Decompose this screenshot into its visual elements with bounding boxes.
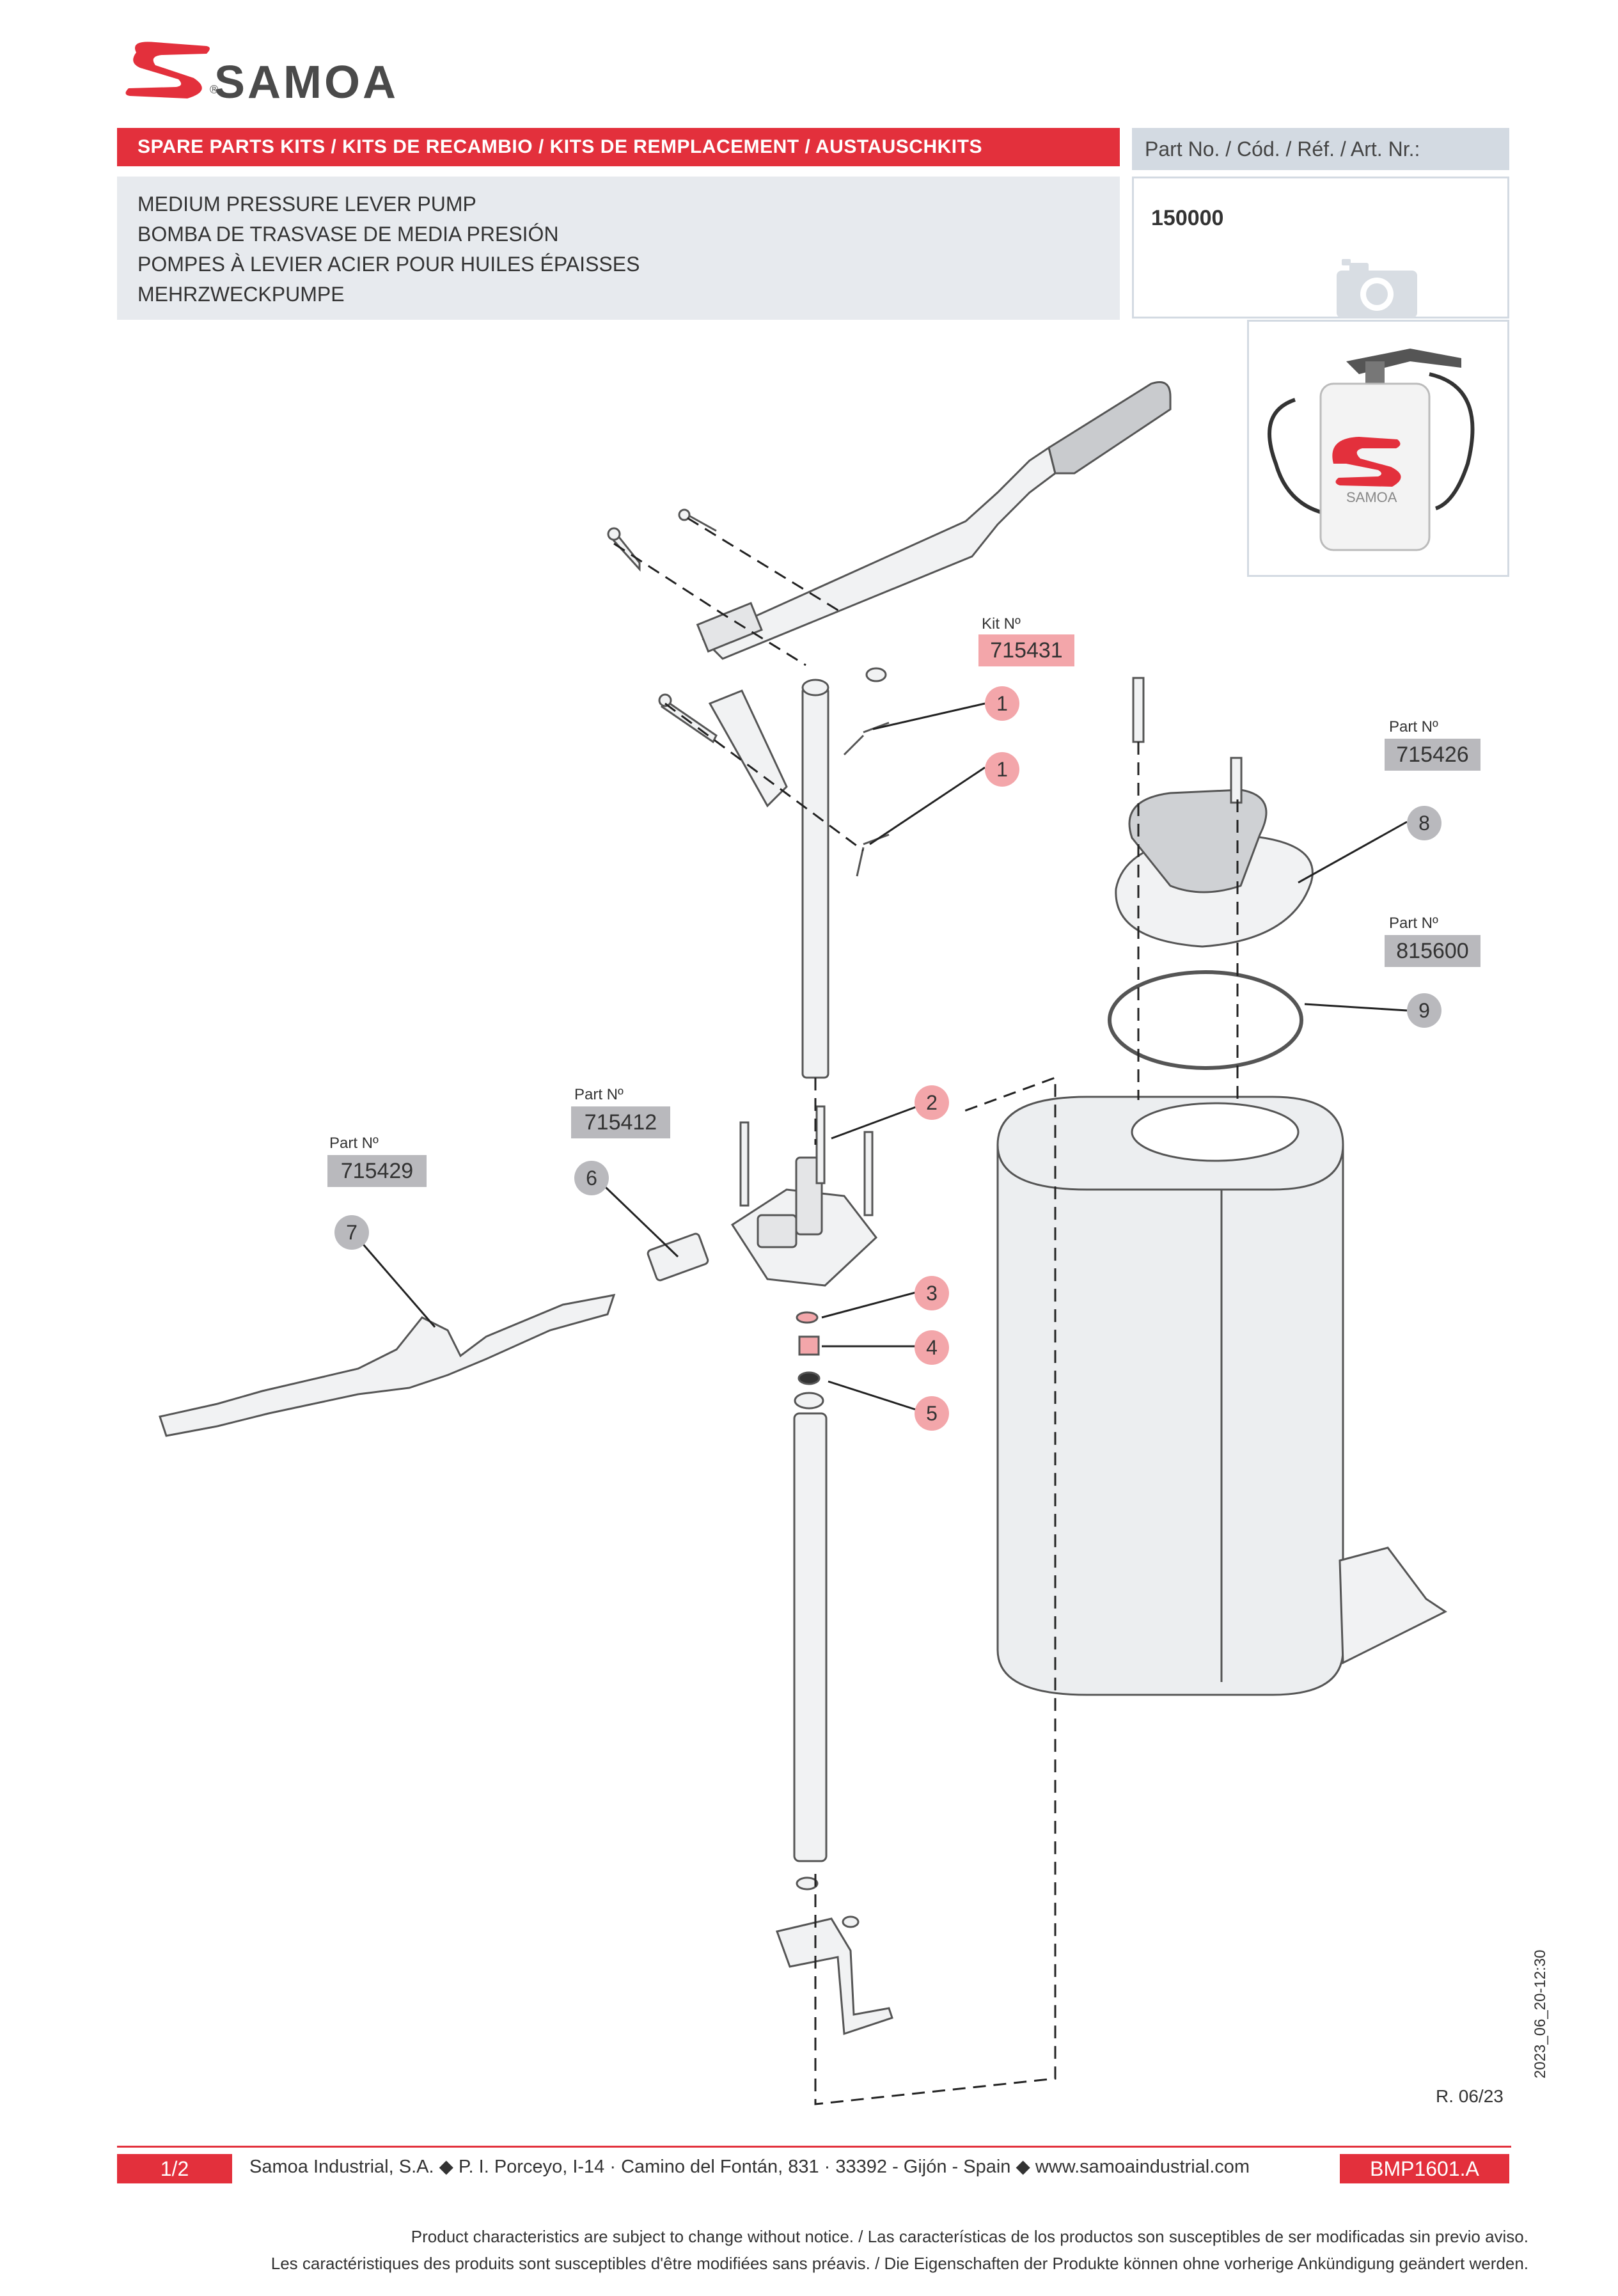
company-address: Samoa Industrial, S.A. ◆ P. I. Porceyo, … [249, 2157, 1250, 2177]
samoa-logo-mark [125, 42, 210, 98]
exploded-parts-drawing [159, 381, 1447, 2105]
callout-8: 8 [1407, 806, 1441, 840]
base-plate [1339, 1546, 1447, 1665]
part-no-box [1132, 177, 1509, 318]
camera-icon [1337, 259, 1417, 318]
callout-9: 9 [1407, 993, 1441, 1028]
lever-grip [1048, 381, 1172, 475]
kit-label: Kit Nº [982, 615, 1021, 633]
timestamp: 2023_06_20-12:30 [1532, 1949, 1549, 2079]
callout-7: 7 [334, 1215, 369, 1250]
product-name-de: MEHRZWECKPUMPE [137, 283, 345, 306]
part-no-label: Part No. / Cód. / Réf. / Art. Nr.: [1132, 128, 1509, 170]
pump-rod [801, 686, 829, 1079]
spare-parts-banner: SPARE PARTS KITS / KITS DE RECAMBIO / KI… [117, 128, 1120, 166]
lid-handle [1128, 789, 1268, 893]
disclaimer-line-2: Les caractéristiques des produits sont s… [271, 2254, 1528, 2273]
part-label-8: Part Nº [1389, 718, 1438, 735]
product-name-fr: POMPES À LEVIER ACIER POUR HUILES ÉPAISS… [137, 253, 640, 276]
callout-5: 5 [915, 1396, 949, 1431]
callout-6: 6 [574, 1161, 609, 1195]
product-photo: SAMOA [1268, 349, 1475, 551]
callout-2: 2 [915, 1085, 949, 1120]
product-name-es: BOMBA DE TRASVASE DE MEDIA PRESIÓN [137, 223, 559, 246]
callout-3: 3 [915, 1276, 949, 1310]
registered-mark: ® [210, 83, 219, 96]
part-no-value: 150000 [1151, 206, 1224, 230]
container-body [996, 1096, 1344, 1696]
product-names: MEDIUM PRESSURE LEVER PUMP BOMBA DE TRAS… [117, 177, 1120, 320]
callout-1b: 1 [985, 752, 1019, 787]
product-name-en: MEDIUM PRESSURE LEVER PUMP [137, 193, 476, 216]
gasket [1108, 970, 1303, 1070]
page-number: 1/2 [117, 2154, 232, 2183]
revision: R. 06/23 [1436, 2086, 1504, 2106]
hose [159, 1294, 616, 1437]
part-number-6: 715412 [571, 1106, 670, 1138]
footer-rule [117, 2146, 1511, 2148]
foot-bracket [776, 1917, 893, 2036]
part-number-8: 715426 [1385, 739, 1481, 771]
part-label-9: Part Nº [1389, 915, 1438, 932]
suction-tube [793, 1412, 828, 1862]
part-label-6: Part Nº [574, 1086, 624, 1103]
kit-number: 715431 [978, 634, 1074, 666]
part-label-7: Part Nº [329, 1135, 379, 1152]
part-number-9: 815600 [1385, 935, 1481, 967]
svg-text:SAMOA: SAMOA [1346, 489, 1397, 505]
document-code: BMP1601.A [1340, 2154, 1509, 2183]
brand-name: SAMOA [214, 57, 398, 108]
part-number-7: 715429 [327, 1155, 427, 1187]
pump-head [730, 1188, 878, 1287]
callout-4: 4 [915, 1330, 949, 1365]
disclaimer-line-1: Product characteristics are subject to c… [411, 2227, 1528, 2246]
link-bracket [708, 689, 788, 808]
callout-1a: 1 [985, 686, 1019, 721]
